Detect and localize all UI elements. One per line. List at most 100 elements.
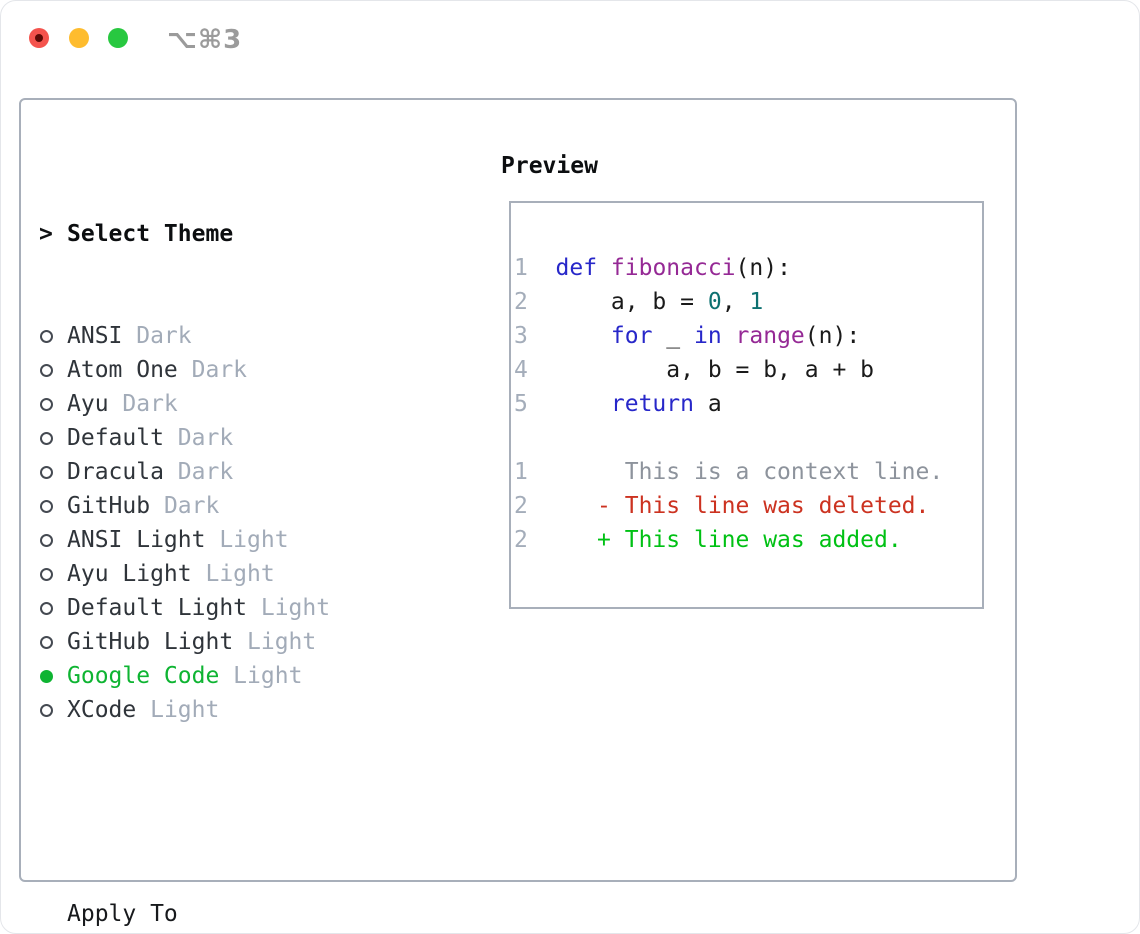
token-plain: [722, 323, 736, 349]
code-line: 2 + This line was added.: [514, 523, 943, 557]
theme-option-atom-one[interactable]: Atom One Dark: [39, 353, 427, 387]
line-number: 2: [514, 527, 528, 553]
option-label: XCode: [67, 697, 137, 723]
theme-option-google-code[interactable]: Google Code Light: [39, 659, 427, 693]
option-label: ANSI: [67, 323, 123, 349]
radio-icon: [39, 387, 67, 421]
radio-icon: [39, 523, 67, 557]
window-title: ⌥⌘3: [167, 25, 243, 55]
code-line: 4 a, b = b, a + b: [514, 353, 943, 387]
option-variant-label: Dark: [122, 323, 192, 349]
apply-to-title: Apply To: [67, 901, 178, 927]
apply-to-header-row: Apply To: [39, 897, 427, 931]
theme-option-dracula[interactable]: Dracula Dark: [39, 455, 427, 489]
radio-icon: [39, 421, 67, 455]
radio-selected-icon: [39, 659, 67, 693]
radio-icon: [39, 319, 67, 353]
code-line: 1 def fibonacci(n):: [514, 251, 943, 285]
option-variant-label: Light: [205, 527, 289, 553]
select-theme-title: Select Theme: [67, 221, 234, 247]
token-plain: [597, 255, 611, 281]
code-line: 1 This is a context line.: [514, 455, 943, 489]
option-label: GitHub: [67, 493, 151, 519]
zoom-button[interactable]: [108, 28, 128, 48]
theme-option-ansi-light[interactable]: ANSI Light Light: [39, 523, 427, 557]
line-number: 2: [514, 493, 528, 519]
line-number: 1: [514, 459, 528, 485]
theme-option-ansi[interactable]: ANSI Dark: [39, 319, 427, 353]
option-label: Default Light: [67, 595, 248, 621]
token-number: 0: [707, 289, 722, 315]
code-line: 5 return a: [514, 387, 943, 421]
line-number: 1: [514, 255, 528, 281]
token-plain: a, b = b, a + b: [555, 357, 874, 383]
theme-panel-header: > Select Theme: [39, 217, 427, 251]
token-plain: ,: [721, 289, 750, 315]
token-keyword: def: [555, 255, 598, 281]
option-label: Dracula: [67, 459, 164, 485]
code-line: 2 a, b = 0, 1: [514, 285, 943, 319]
option-label: Default: [67, 425, 164, 451]
token-keyword: return: [610, 391, 694, 417]
token-plain: _: [652, 323, 694, 349]
line-number: 3: [514, 323, 528, 349]
token-plain: [556, 391, 611, 417]
radio-icon: [39, 455, 67, 489]
option-variant-label: Dark: [163, 425, 234, 451]
token-added: + This line was added.: [555, 527, 902, 553]
code-line: 3 for _ in range(n):: [514, 319, 943, 353]
line-number: 4: [514, 357, 528, 383]
theme-option-github[interactable]: GitHub Dark: [39, 489, 427, 523]
option-variant-label: Light: [191, 561, 275, 587]
option-label: Ayu Light: [67, 561, 192, 587]
theme-option-github-light[interactable]: GitHub Light Light: [39, 625, 427, 659]
code-line: 2 - This line was deleted.: [514, 489, 943, 523]
minimize-button[interactable]: [69, 28, 89, 48]
option-label: Ayu: [67, 391, 109, 417]
theme-option-default-light[interactable]: Default Light Light: [39, 591, 427, 625]
token-number: 1: [749, 289, 764, 315]
option-variant-label: Light: [233, 629, 317, 655]
option-variant-label: Light: [247, 595, 331, 621]
token-plain: [556, 323, 611, 349]
token-function: fibonacci: [610, 255, 736, 281]
radio-icon: [39, 693, 67, 727]
close-button[interactable]: [29, 28, 49, 48]
token-context: This is a context line.: [555, 459, 944, 485]
token-plain: a, b =: [555, 289, 708, 315]
option-variant-label: Dark: [177, 357, 248, 383]
radio-icon: [39, 625, 67, 659]
token-plain: a: [693, 391, 722, 417]
option-variant-label: Dark: [163, 459, 234, 485]
titlebar: ⌥⌘3: [1, 1, 1139, 77]
preview-title: Preview: [501, 153, 598, 179]
token-keyword: in: [693, 323, 722, 349]
code-line: [514, 421, 943, 455]
token-plain: (n):: [804, 323, 861, 349]
token-function: range: [735, 323, 805, 349]
option-variant-label: Light: [136, 697, 220, 723]
option-label: Atom One: [67, 357, 178, 383]
option-label: GitHub Light: [67, 629, 234, 655]
theme-option-xcode[interactable]: XCode Light: [39, 693, 427, 727]
theme-option-default[interactable]: Default Dark: [39, 421, 427, 455]
token-deleted: - This line was deleted.: [555, 493, 930, 519]
cursor-arrow-icon: >: [39, 221, 53, 247]
option-variant-label: Dark: [108, 391, 178, 417]
theme-option-ayu[interactable]: Ayu Dark: [39, 387, 427, 421]
token-keyword: for: [610, 323, 653, 349]
spacer: [39, 795, 427, 829]
theme-option-ayu-light[interactable]: Ayu Light Light: [39, 557, 427, 591]
option-variant-label: Dark: [150, 493, 220, 519]
option-variant-label: Light: [219, 663, 303, 689]
line-number: 2: [514, 289, 528, 315]
radio-icon: [39, 489, 67, 523]
option-label: Google Code: [67, 663, 220, 689]
token-plain: (n):: [735, 255, 791, 281]
radio-icon: [39, 557, 67, 591]
